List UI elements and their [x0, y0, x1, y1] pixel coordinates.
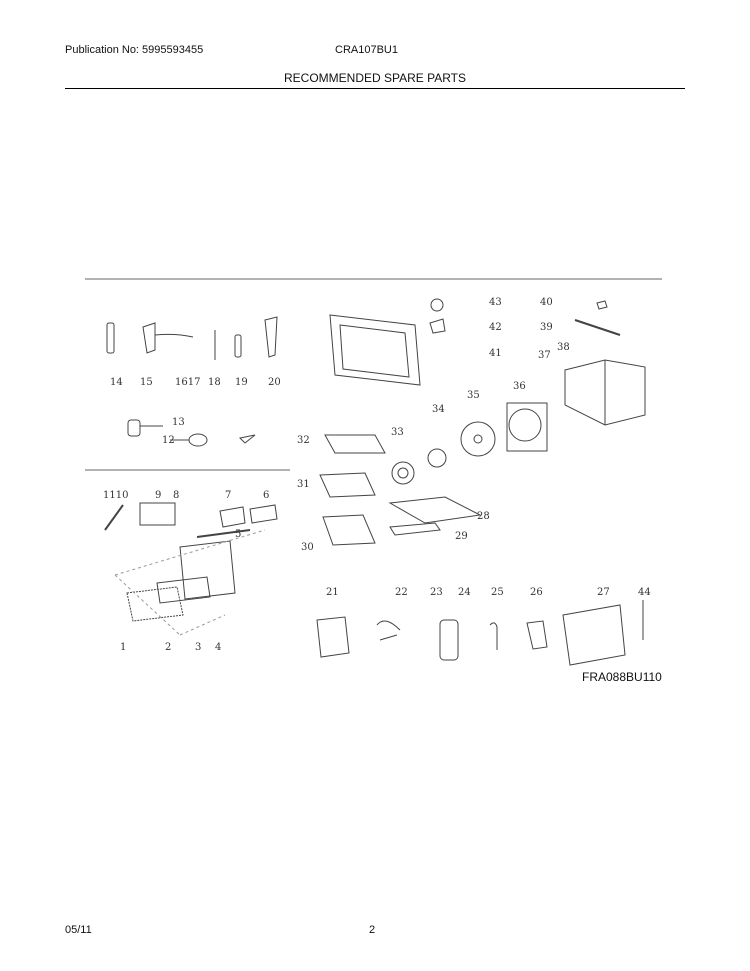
callout-27: 27 [597, 587, 610, 598]
footer-date: 05/11 [65, 924, 92, 936]
callout-25: 25 [491, 587, 504, 598]
callout-29: 29 [455, 531, 468, 542]
callout-23: 23 [430, 587, 443, 598]
callout-3: 3 [195, 642, 201, 653]
callout-8: 8 [173, 490, 179, 501]
callout-24: 24 [458, 587, 471, 598]
hardware-parts [429, 298, 621, 336]
callout-31: 31 [297, 479, 310, 490]
callout-44: 44 [638, 587, 651, 598]
fan-motor-group [391, 402, 548, 485]
callout-15: 15 [140, 377, 153, 388]
air-duct-parts [319, 434, 386, 546]
connector-parts [127, 419, 256, 447]
callout-5: 5 [235, 529, 241, 540]
callout-22: 22 [395, 587, 408, 598]
callout-6: 6 [263, 490, 269, 501]
callout-26: 26 [530, 587, 543, 598]
callout-20: 20 [268, 377, 281, 388]
callout-21: 21 [326, 587, 339, 598]
page-title: RECOMMENDED SPARE PARTS [283, 71, 467, 85]
callout-12: 12 [162, 435, 175, 446]
callout-40: 40 [540, 297, 553, 308]
callout-1110: 1110 [103, 490, 128, 501]
diagram-reference-code: FRA088BU110 [582, 670, 662, 684]
callout-9: 9 [155, 490, 161, 501]
callout-33: 33 [391, 427, 404, 438]
base-pan [388, 496, 482, 536]
publication-number: Publication No: 5995593455 [65, 44, 204, 56]
callout-4: 4 [215, 642, 221, 653]
callout-34: 34 [432, 404, 445, 415]
small-parts-group [106, 316, 278, 360]
callout-19: 19 [235, 377, 248, 388]
callout-42: 42 [489, 322, 502, 333]
electrical-parts-row [316, 600, 644, 666]
callout-39: 39 [540, 322, 553, 333]
model-number: CRA107BU1 [335, 44, 398, 56]
callout-36: 36 [513, 381, 526, 392]
callout-2: 2 [165, 642, 171, 653]
callout-35: 35 [467, 390, 480, 401]
cabinet-housing [564, 359, 646, 426]
callout-1617: 1617 [175, 377, 200, 388]
callout-43: 43 [489, 297, 502, 308]
window-frame [329, 314, 421, 386]
callout-13: 13 [172, 417, 185, 428]
callout-30: 30 [301, 542, 314, 553]
callout-14: 14 [110, 377, 123, 388]
callout-38: 38 [557, 342, 570, 353]
page-number: 2 [369, 924, 376, 936]
callout-41: 41 [489, 348, 502, 359]
callout-7: 7 [225, 490, 231, 501]
callout-18: 18 [208, 377, 221, 388]
callout-28: 28 [477, 511, 490, 522]
callout-32: 32 [297, 435, 310, 446]
front-panel-group [104, 502, 278, 636]
header-rule [65, 88, 685, 89]
callout-1: 1 [120, 642, 126, 653]
callout-37: 37 [538, 350, 551, 361]
